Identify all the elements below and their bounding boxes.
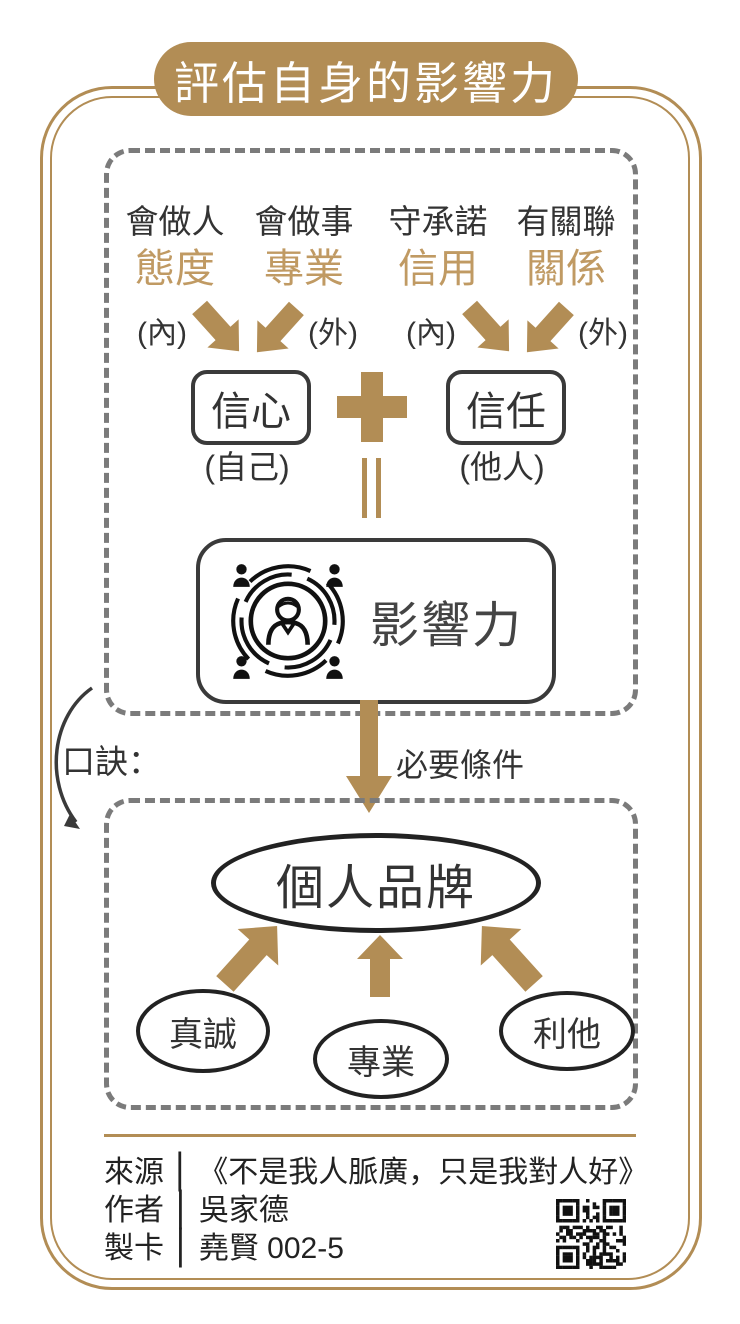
qr-code [556,1199,626,1269]
trait-label-4: 關係 [526,247,606,291]
necessary-condition-arrow-icon [346,700,392,813]
equals-icon [362,458,382,518]
footer-divider [104,1134,636,1137]
factor-label: 利他 [533,1015,601,1054]
trait-label-1: 態度 [135,247,215,291]
up-right-arrow-icon [216,926,279,992]
others-sublabel: (他人) [459,449,545,485]
factor-label: 專業 [347,1043,415,1082]
necessary-condition-label: 必要條件 [396,747,525,783]
trait-label-2: 專業 [264,247,344,291]
footer: 來源 | 《不是我人脈廣，只是我對人好》 作者 | 吳家德 製卡 | 堯賢 00… [104,1145,649,1269]
self-sublabel: (自己) [204,449,290,485]
converging-arrows-icon-2 [462,300,574,353]
footer-label: 作者 [104,1194,164,1227]
trait-label-3: 信用 [398,247,478,291]
factor-ellipse-sincerity: 真誠 [136,989,270,1073]
trust-label: 信任 [466,389,546,434]
behavior-label-2: 會做事 [254,203,354,240]
influence-formula-panel: 會做人 會做事 守承諾 有關聯 態度 專業 信用 關係 (內) (外) (內) … [104,148,638,716]
footer-label: 來源 [104,1156,164,1189]
factor-label: 真誠 [169,1015,237,1054]
influence-network-icon [231,564,345,679]
up-arrow-icon [357,935,403,997]
factor-ellipse-professionalism: 專業 [313,1019,449,1099]
footer-separator: | [176,1220,185,1269]
behavior-label-3: 守承諾 [388,203,488,240]
footer-row-source: 來源 | 《不是我人脈廣，只是我對人好》 [104,1145,649,1193]
footer-row-cardmaker: 製卡 | 堯賢 002-5 [104,1221,644,1269]
personal-brand-label: 個人品牌 [275,862,476,915]
inner-label-1: (內) [137,317,187,350]
trust-box: 信任 [446,370,566,445]
title-banner: 評估自身的影響力 [154,42,578,116]
inner-label-2: (內) [406,317,456,350]
behavior-label-4: 有關聯 [516,203,616,240]
converging-arrows-icon-1 [192,300,304,353]
footer-value: 《不是我人脈廣，只是我對人好》 [198,1156,649,1189]
personal-brand-ellipse: 個人品牌 [211,833,541,933]
factor-ellipse-altruism: 利他 [499,991,635,1071]
footer-separator: | [175,1144,185,1193]
behavior-label-1: 會做人 [125,203,225,240]
footer-value: 堯賢 002-5 [198,1232,344,1265]
outer-label-2: (外) [578,317,628,350]
footer-label: 製卡 [104,1232,164,1265]
outer-label-1: (外) [308,317,358,350]
confidence-label: 信心 [211,389,291,434]
plus-icon [337,372,407,442]
footer-separator: | [176,1182,185,1231]
mnemonic-label: 口訣： [62,743,161,780]
footer-value: 吳家德 [198,1194,289,1227]
mnemonic-curved-arrow-icon [54,686,94,829]
footer-row-author: 作者 | 吳家德 [104,1183,644,1231]
personal-brand-panel: 個人品牌 真誠 專業 利他 [104,798,638,1110]
up-left-arrow-icon [480,926,543,992]
influence-label: 影響力 [370,598,524,653]
influence-box: 影響力 [196,538,556,704]
confidence-box: 信心 [191,370,311,445]
page-title: 評估自身的影響力 [173,57,558,109]
